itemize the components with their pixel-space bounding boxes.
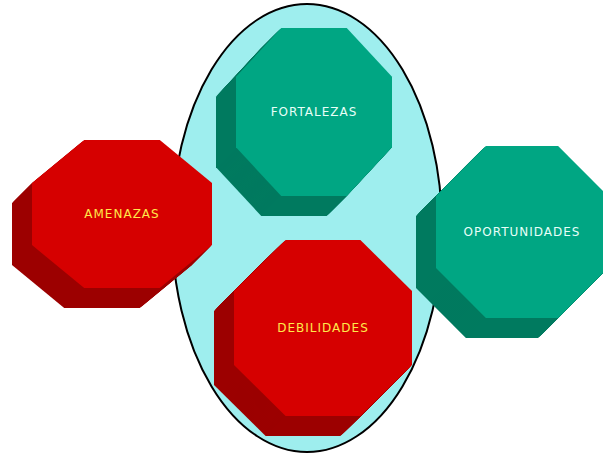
quadrant-label: AMENAZAS bbox=[84, 207, 159, 221]
octagon-depth bbox=[31, 141, 211, 289]
octagon-depth bbox=[233, 241, 411, 417]
quadrant-label: FORTALEZAS bbox=[271, 105, 358, 119]
quadrant-label: DEBILIDADES bbox=[277, 321, 369, 335]
octagon-face bbox=[32, 140, 212, 288]
octagon-depth bbox=[235, 29, 391, 197]
internal-ellipse bbox=[172, 4, 442, 452]
swot-octagon: FORTALEZAS bbox=[236, 28, 392, 196]
quadrant-label: OPORTUNIDADES bbox=[464, 225, 581, 239]
swot-octagon: OPORTUNIDADES bbox=[436, 146, 603, 318]
swot-octagon: AMENAZAS bbox=[32, 140, 212, 288]
octagon-face bbox=[234, 240, 412, 416]
octagon-face bbox=[236, 28, 392, 196]
octagon-face bbox=[436, 146, 603, 318]
swot-octagon: DEBILIDADES bbox=[234, 240, 412, 416]
octagon-depth bbox=[435, 147, 603, 319]
